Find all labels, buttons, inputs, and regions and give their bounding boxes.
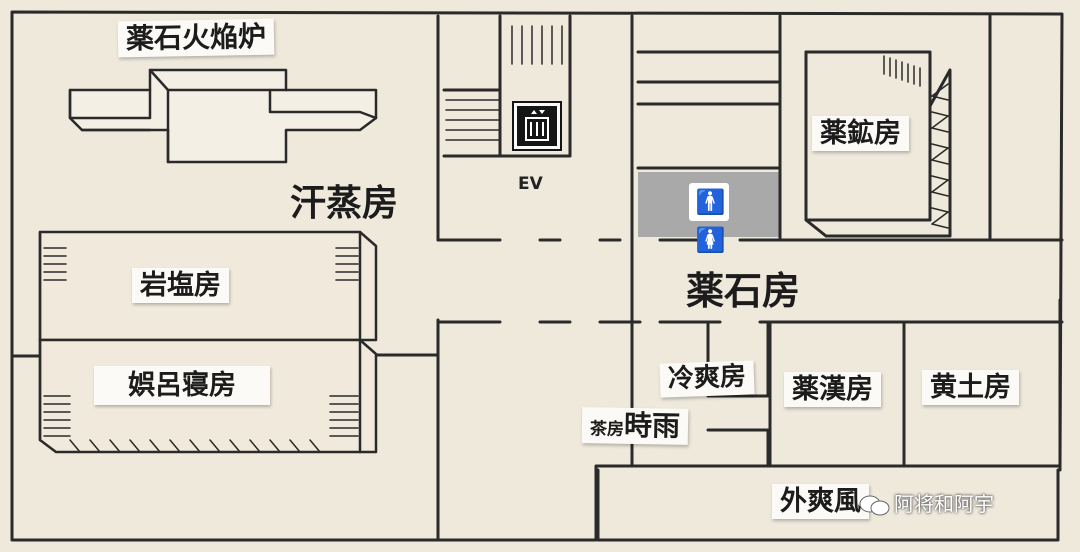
watermark: 阿将和阿宇 [858,488,994,517]
tea-room-name: 時雨 [623,408,681,443]
room-label-tea-room: 茶房時雨 [581,407,689,446]
room-label-cool-room: 冷爽房 [659,360,755,398]
restroom-icon: 🚹🚺 [689,183,729,254]
tea-room-prefix: 茶房 [589,419,625,440]
room-label-bath-sleep-room: 娯呂寝房 [94,366,270,406]
room-label-herb-stone-room: 薬石房 [686,268,801,313]
wechat-icon [858,495,890,517]
room-label-yellow-earth-room: 黄土房 [922,370,1019,406]
room-label-rock-salt-room: 岩塩房 [132,268,229,304]
room-label-outdoor-cool-room: 外爽風 [772,484,869,520]
room-label-herbal-room: 薬漢房 [784,372,881,408]
female-sign: 🚺 [695,226,726,254]
watermark-text: 阿将和阿宇 [894,492,994,516]
elevator-label: EV [518,174,543,194]
elevator-icon [514,103,560,149]
male-sign: 🚹 [695,188,726,216]
room-label-herb-stone-furnace: 薬石火焔炉 [117,18,275,58]
room-label-herb-mineral-room: 薬鉱房 [812,116,909,152]
room-label-sweat-room: 汗蒸房 [290,182,399,224]
